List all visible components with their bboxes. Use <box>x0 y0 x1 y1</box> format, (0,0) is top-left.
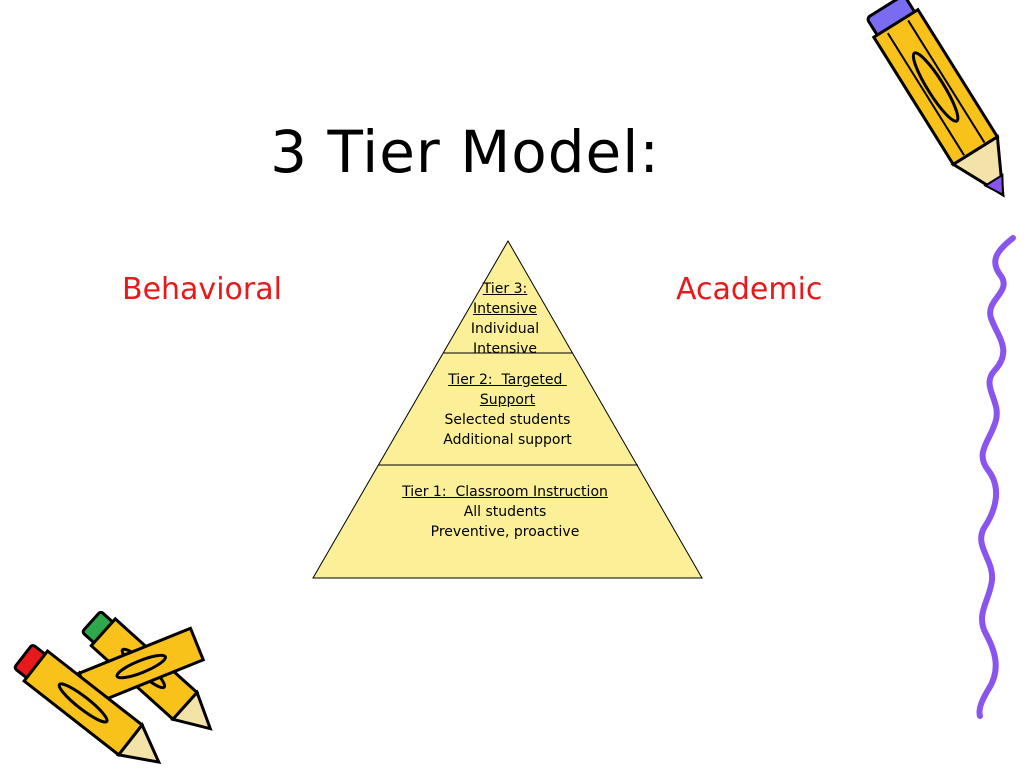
pyramid-triangle <box>312 239 703 579</box>
tier-1-body-line: Preventive, proactive <box>430 524 580 540</box>
tier-1-text: Tier 1: Classroom Instruction All studen… <box>360 482 650 542</box>
tier-2-heading-line: Tier 2: Targeted <box>448 372 567 388</box>
tier-1-body-line: All students <box>463 504 547 520</box>
tier-3-body-line: Intensive <box>472 341 538 355</box>
slide-title: 3 Tier Model: <box>270 118 660 186</box>
academic-label: Academic <box>676 272 823 307</box>
tier-3-body-line: Individual <box>470 321 540 337</box>
tier-2-body-line: Selected students <box>444 412 571 428</box>
tier-3-heading-line: Tier 3: <box>482 281 528 297</box>
tier-3-text: Tier 3: Intensive Individual Intensive <box>430 279 580 355</box>
tier-1-heading-line: Tier 1: Classroom Instruction <box>402 484 608 500</box>
behavioral-label: Behavioral <box>122 272 282 307</box>
tier-2-text: Tier 2: Targeted Support Selected studen… <box>400 370 615 450</box>
tier-2-body-line: Additional support <box>443 432 572 448</box>
tier-2-heading-line: Support <box>479 392 536 408</box>
squiggle-path <box>976 235 1016 719</box>
tier-3-heading-line: Intensive <box>472 301 538 317</box>
